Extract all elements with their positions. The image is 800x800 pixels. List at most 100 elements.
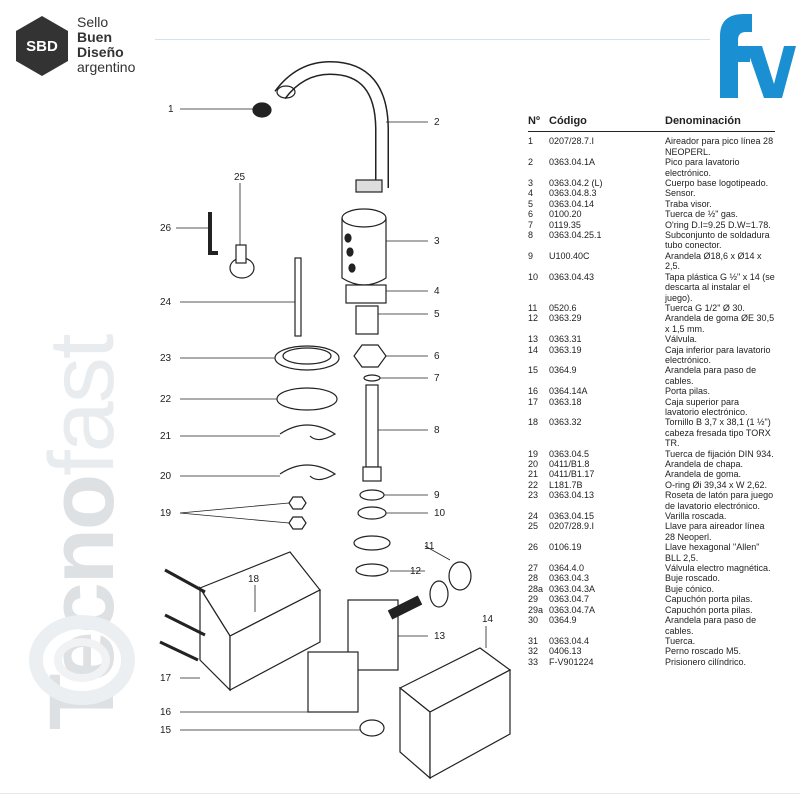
parts-table-header: Nº Código Denominación	[528, 116, 775, 133]
table-row: 4 0363.04.8.3 Sensor.	[528, 188, 775, 198]
part-number: 25	[528, 521, 539, 532]
table-row: 15 0364.9 Arandela para paso de cables.	[528, 365, 775, 386]
part-code: 0363.31	[549, 334, 582, 345]
sbd-line-3: Diseño	[77, 44, 124, 60]
part-number: 14	[528, 344, 539, 355]
exploded-diagram: 2 3 4 5 6 7 8 9 10 11 12 13 14 1 26 25 2…	[159, 60, 512, 780]
part-name: Llave hexagonal "Allen" BLL 2,5.	[665, 542, 760, 563]
part-code: 0363.29	[549, 313, 582, 324]
part-name: Capuchón porta pilas.	[665, 604, 753, 615]
header-number: Nº	[528, 116, 549, 133]
part-number: 15	[528, 365, 539, 376]
header-divider	[155, 39, 710, 40]
part-number: 3	[528, 178, 534, 189]
callout-9: 9	[434, 490, 440, 501]
part-number: 33	[528, 656, 539, 667]
part-number: 13	[528, 334, 539, 345]
part-number: 28	[528, 573, 539, 584]
part-code: 0364.9	[549, 615, 577, 626]
part-code: 0363.18	[549, 396, 582, 407]
part-number: 29	[528, 594, 539, 605]
part-name: Roseta de latón para juego de lavatorio …	[665, 490, 774, 511]
part-code: 0363.04.25.1	[549, 230, 602, 241]
part-name: Prisionero cilíndrico.	[665, 656, 747, 667]
part-number: 2	[528, 157, 534, 168]
part-name: Tuerca G 1/2" Ø 30.	[665, 302, 745, 313]
part-name: Subconjunto de soldadura tubo conector.	[665, 230, 770, 251]
part-code: 0363.04.1A	[549, 157, 596, 168]
part-name: Traba visor.	[665, 198, 712, 209]
part-code: 0406.13	[549, 646, 582, 657]
part-name: Arandela de goma ØE 30,5 x 1,5 mm.	[665, 313, 775, 334]
callout-7: 7	[434, 373, 440, 384]
callout-24: 24	[160, 297, 172, 308]
part-number: 5	[528, 198, 534, 209]
part-name: Tapa plástica G ½" x 14 (se descarta al …	[665, 271, 775, 303]
header-code: Código	[549, 116, 665, 133]
part-number: 16	[528, 386, 539, 397]
callout-20: 20	[160, 471, 172, 482]
callout-25: 25	[234, 172, 246, 183]
part-name: Buje cónico.	[665, 583, 715, 594]
callout-22: 22	[160, 394, 172, 405]
part-number: 22	[528, 479, 539, 490]
part-number: 20	[528, 459, 539, 469]
callout-23: 23	[160, 353, 172, 364]
part-number: 12	[528, 313, 539, 324]
part-name: Tuerca de fijación DIN 934.	[665, 448, 774, 459]
part-code: 0364.14A	[549, 386, 588, 397]
table-row: 12 0363.29 Arandela de goma ØE 30,5 x 1,5 …	[528, 313, 775, 334]
part-number: 1	[528, 136, 534, 147]
part-code: 0207/28.9.I	[549, 521, 595, 532]
table-row: 16 0364.14A Porta pilas.	[528, 386, 775, 396]
part-name: Arandela de chapa.	[665, 459, 744, 469]
part-number: 32	[528, 646, 539, 657]
part-number: 10	[528, 271, 539, 282]
part-name: Arandela de goma.	[665, 469, 742, 480]
part-name: Capuchón porta pilas.	[665, 594, 753, 605]
part-name: Aireador para pico línea 28 NEOPERL.	[665, 136, 774, 157]
callout-19: 19	[160, 508, 172, 519]
part-code: 0363.04.13	[549, 490, 595, 501]
swirl-logo	[29, 615, 135, 705]
part-number: 29a	[528, 604, 544, 615]
part-code: 0363.04.8.3	[549, 188, 597, 199]
part-name: Válvula.	[665, 334, 698, 345]
footer-divider	[0, 793, 800, 794]
part-code: 0411/B1.17	[549, 469, 595, 480]
part-name: Caja inferior para lavatorio electrónico…	[665, 344, 771, 365]
part-name: Tornillo B 3,7 x 38,1 (1 ½") cabeza fres…	[665, 417, 771, 449]
part-code: 0363.04.15	[549, 511, 595, 522]
part-name: O'ring D.I=9.25 D.W=1.78.	[665, 219, 771, 230]
part-number: 19	[528, 448, 539, 459]
part-code: 0364.4.0	[549, 563, 585, 574]
part-name: Tuerca de ½" gas.	[665, 209, 738, 220]
callout-8: 8	[434, 425, 440, 436]
part-name: Tuerca.	[665, 635, 696, 646]
part-code: 0100.20	[549, 209, 582, 220]
callout-4: 4	[434, 286, 440, 297]
part-name: Porta pilas.	[665, 386, 711, 397]
part-code: 0364.9	[549, 365, 577, 376]
part-number: 18	[528, 417, 539, 428]
part-number: 30	[528, 615, 539, 626]
fv-logo	[720, 14, 796, 98]
part-number: 4	[528, 188, 534, 199]
part-name: Sensor.	[665, 188, 696, 199]
part-name: Arandela para paso de cables.	[665, 365, 757, 386]
part-number: 26	[528, 542, 539, 553]
